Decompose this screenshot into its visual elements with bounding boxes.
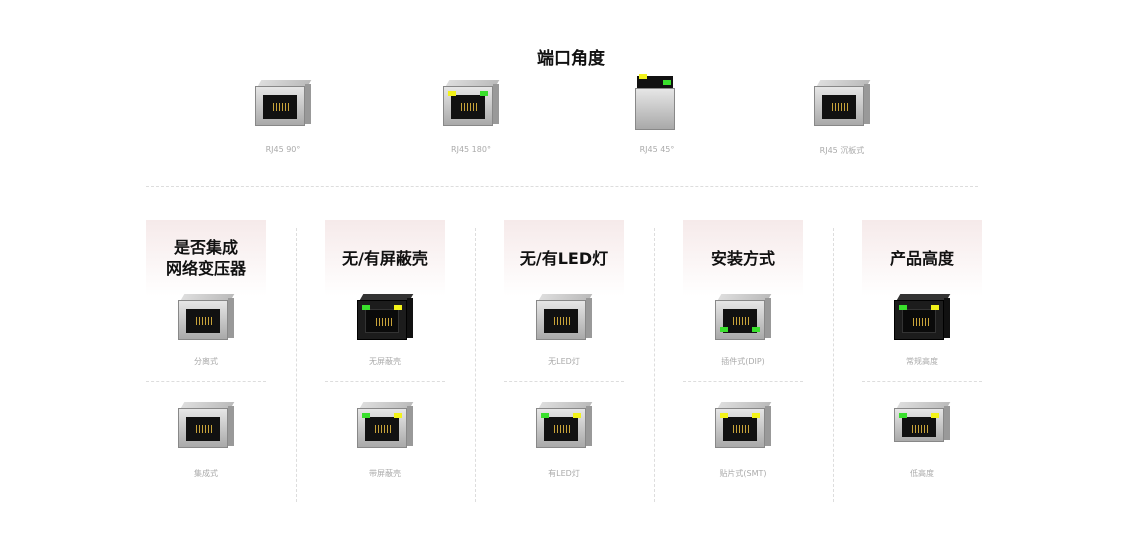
rj45-jack-black-icon <box>357 294 414 342</box>
rj45-jack-45-icon <box>635 74 679 130</box>
rj45-jack-sink-icon <box>814 80 871 128</box>
category-transformer: 是否集成网络变压器 分离式 集成式 <box>146 220 266 478</box>
column-divider <box>833 228 834 502</box>
rj45-jack-black-icon <box>894 294 951 342</box>
category-height: 产品高度 常规高度 低高度 <box>862 220 982 478</box>
option-item[interactable]: 带屏蔽壳 <box>325 402 445 479</box>
option-item[interactable]: 插件式(DIP) <box>683 294 803 367</box>
category-title: 无/有LED灯 <box>504 220 624 296</box>
option-label: 带屏蔽壳 <box>369 469 401 478</box>
column-divider <box>296 228 297 502</box>
rj45-jack-low-icon <box>894 402 951 442</box>
category-led: 无/有LED灯 无LED灯 有LED灯 <box>504 220 624 478</box>
rj45-jack-180-led-icon <box>443 80 500 128</box>
column-divider <box>475 228 476 502</box>
title-line-1: 是否集成 <box>173 238 238 257</box>
option-item[interactable]: 集成式 <box>146 402 266 479</box>
divider <box>325 381 445 382</box>
option-label: 集成式 <box>194 469 218 478</box>
rj45-jack-icon <box>178 294 235 342</box>
angle-label: RJ45 沉板式 <box>819 146 865 155</box>
option-item[interactable]: 无屏蔽壳 <box>325 294 445 367</box>
category-mounting: 安装方式 插件式(DIP) 贴片式(SMT) <box>683 220 803 478</box>
option-label: 贴片式(SMT) <box>719 469 767 478</box>
category-title: 无/有屏蔽壳 <box>325 220 445 296</box>
rj45-jack-90-icon <box>255 80 312 128</box>
option-label: 插件式(DIP) <box>721 357 765 366</box>
rj45-jack-led-icon <box>357 402 414 450</box>
column-divider <box>654 228 655 502</box>
divider <box>504 381 624 382</box>
rj45-jack-dip-icon <box>715 294 772 342</box>
option-label: 无LED灯 <box>548 357 580 366</box>
rj45-jack-smt-icon <box>715 402 772 450</box>
option-item[interactable]: 无LED灯 <box>504 294 624 367</box>
angle-label: RJ45 45° <box>639 145 675 154</box>
divider <box>683 381 803 382</box>
option-label: 有LED灯 <box>548 469 580 478</box>
option-item[interactable]: 有LED灯 <box>504 402 624 479</box>
rj45-jack-icon <box>536 294 593 342</box>
option-label: 低高度 <box>910 469 934 478</box>
angle-label: RJ45 180° <box>451 145 491 154</box>
divider <box>862 381 982 382</box>
category-title: 是否集成网络变压器 <box>146 220 266 296</box>
option-item[interactable]: 分离式 <box>146 294 266 367</box>
category-title: 安装方式 <box>683 220 803 296</box>
angle-label: RJ45 90° <box>265 145 301 154</box>
title-line-2: 网络变压器 <box>165 259 246 278</box>
rj45-jack-icon <box>178 402 235 450</box>
rj45-jack-led-icon <box>536 402 593 450</box>
option-label: 分离式 <box>194 357 218 366</box>
divider <box>146 186 978 187</box>
divider <box>146 381 266 382</box>
angle-item-90[interactable]: RJ45 90° <box>223 80 343 154</box>
option-label: 无屏蔽壳 <box>369 357 401 366</box>
angle-item-45[interactable]: RJ45 45° <box>597 74 717 154</box>
option-label: 常规高度 <box>906 357 938 366</box>
angle-item-180[interactable]: RJ45 180° <box>411 80 531 154</box>
option-item[interactable]: 贴片式(SMT) <box>683 402 803 479</box>
angle-item-sink[interactable]: RJ45 沉板式 <box>782 80 902 156</box>
category-title: 产品高度 <box>862 220 982 296</box>
category-shield: 无/有屏蔽壳 无屏蔽壳 带屏蔽壳 <box>325 220 445 478</box>
option-item[interactable]: 低高度 <box>862 402 982 479</box>
option-item[interactable]: 常规高度 <box>862 294 982 367</box>
section-title: 端口角度 <box>537 49 605 69</box>
